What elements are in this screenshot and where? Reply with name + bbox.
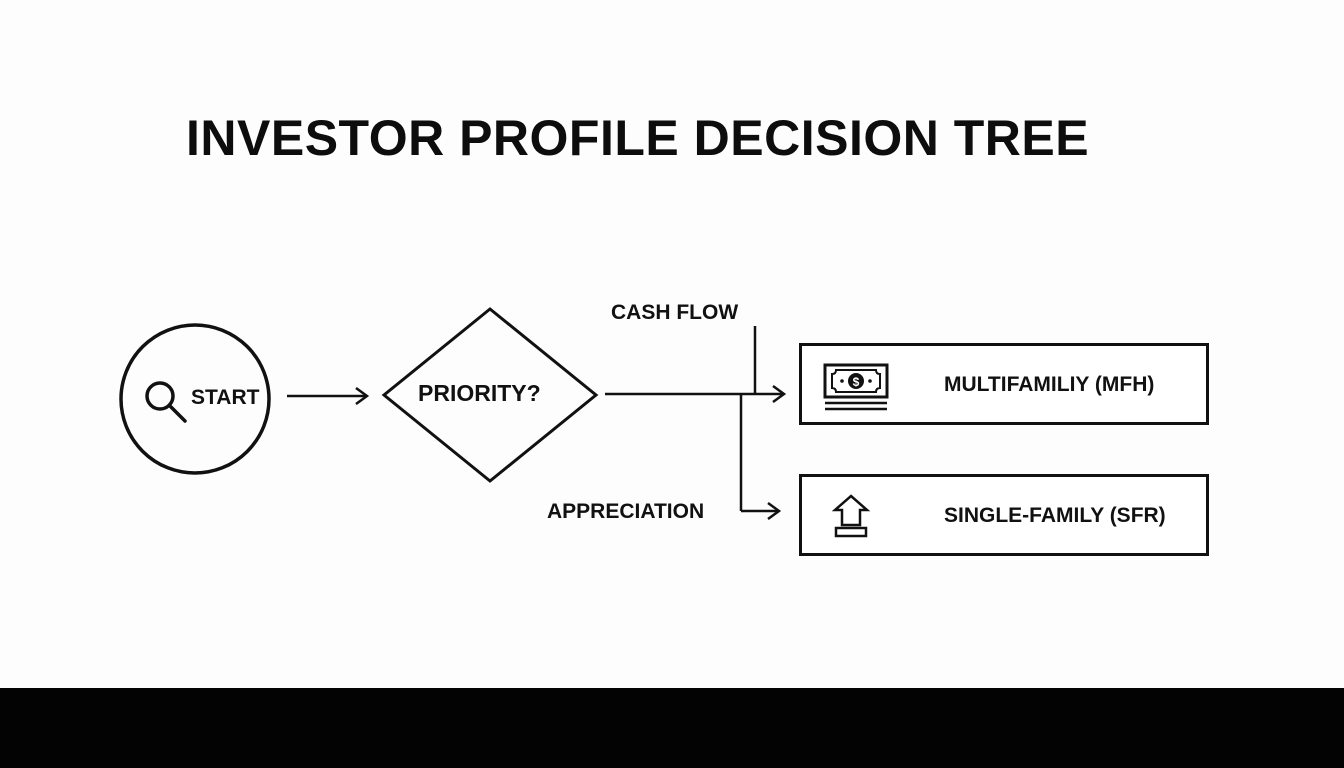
appreciation-branch-label: APPRECIATION [547, 500, 705, 523]
arrow-appreciation [739, 394, 782, 521]
priority-decision-diamond [381, 307, 599, 483]
priority-label: PRIORITY? [418, 380, 541, 406]
cash-flow-branch-label: CASH FLOW [611, 301, 739, 324]
outcome-single-family-label: SINGLE-FAMILY (SFR) [944, 504, 1166, 527]
svg-text:$: $ [853, 375, 860, 389]
money-bill-icon: $ [823, 363, 889, 411]
page-title: INVESTOR PROFILE DECISION TREE [186, 110, 1090, 166]
bottom-bar [0, 688, 1344, 768]
arrow-start-to-priority [287, 386, 370, 406]
start-label: START [191, 386, 260, 409]
arrow-cash-flow [605, 326, 787, 404]
up-arrow-icon [832, 494, 871, 538]
outcome-multifamily: $ MULTIFAMILIY (MFH) [799, 343, 1209, 425]
start-node-circle [119, 323, 271, 475]
outcome-single-family: SINGLE-FAMILY (SFR) [799, 474, 1209, 556]
outcome-multifamily-label: MULTIFAMILIY (MFH) [944, 373, 1155, 396]
search-icon [145, 381, 187, 423]
